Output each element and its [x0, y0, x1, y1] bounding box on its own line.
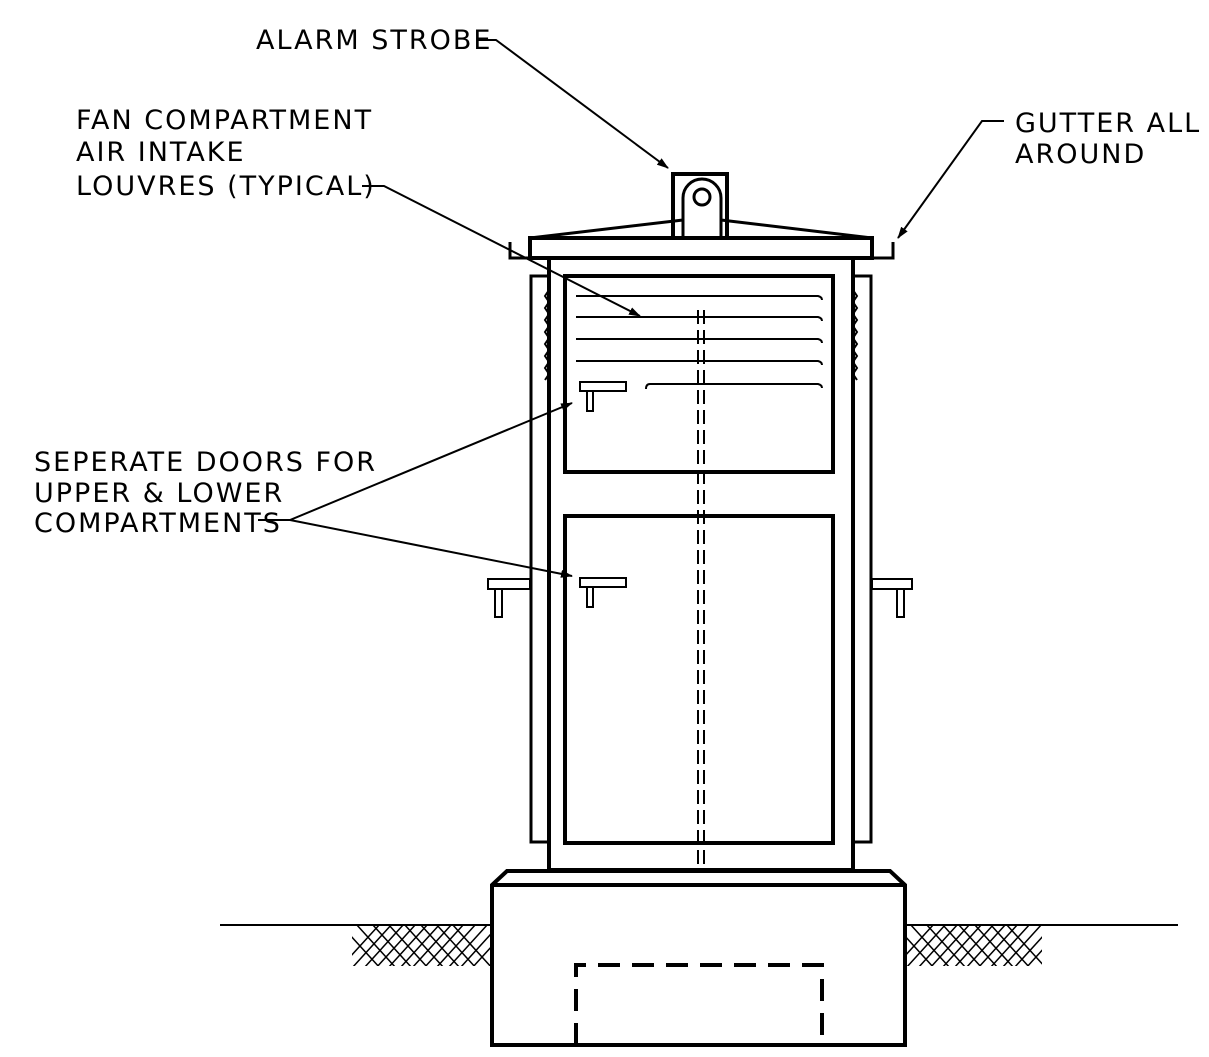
center-line	[697, 310, 705, 870]
label-gutter-line-2: AROUND	[1015, 139, 1146, 170]
label-fan-compartment-line-1: FAN COMPARTMENT	[76, 105, 373, 136]
leader-gutter	[897, 120, 1004, 239]
side-handle-left	[487, 578, 531, 618]
label-fan-compartment-line-3: LOUVRES (TYPICAL)	[76, 171, 376, 202]
lower-door-handle	[579, 577, 627, 608]
louvres	[576, 295, 823, 390]
side-handle-right	[871, 578, 913, 618]
cabinet-body	[547, 256, 855, 872]
leader-louvres	[362, 185, 641, 317]
label-doors-line-2: UPPER & LOWER	[34, 478, 284, 509]
label-alarm-strobe: ALARM STROBE	[256, 25, 492, 56]
soil-hatch-right	[906, 926, 1042, 966]
concrete-base	[490, 869, 907, 1047]
leader-alarm-strobe	[478, 39, 669, 169]
label-fan-compartment-line-2: AIR INTAKE	[76, 137, 246, 168]
leader-doors	[258, 402, 573, 578]
label-doors-line-3: COMPARTMENTS	[34, 508, 282, 539]
soil-hatch-left	[352, 926, 490, 966]
upper-door-handle	[579, 381, 627, 412]
label-doors-line-1: SEPERATE DOORS FOR	[34, 447, 377, 478]
alarm-strobe	[671, 172, 729, 240]
label-gutter-line-1: GUTTER ALL	[1015, 108, 1201, 139]
